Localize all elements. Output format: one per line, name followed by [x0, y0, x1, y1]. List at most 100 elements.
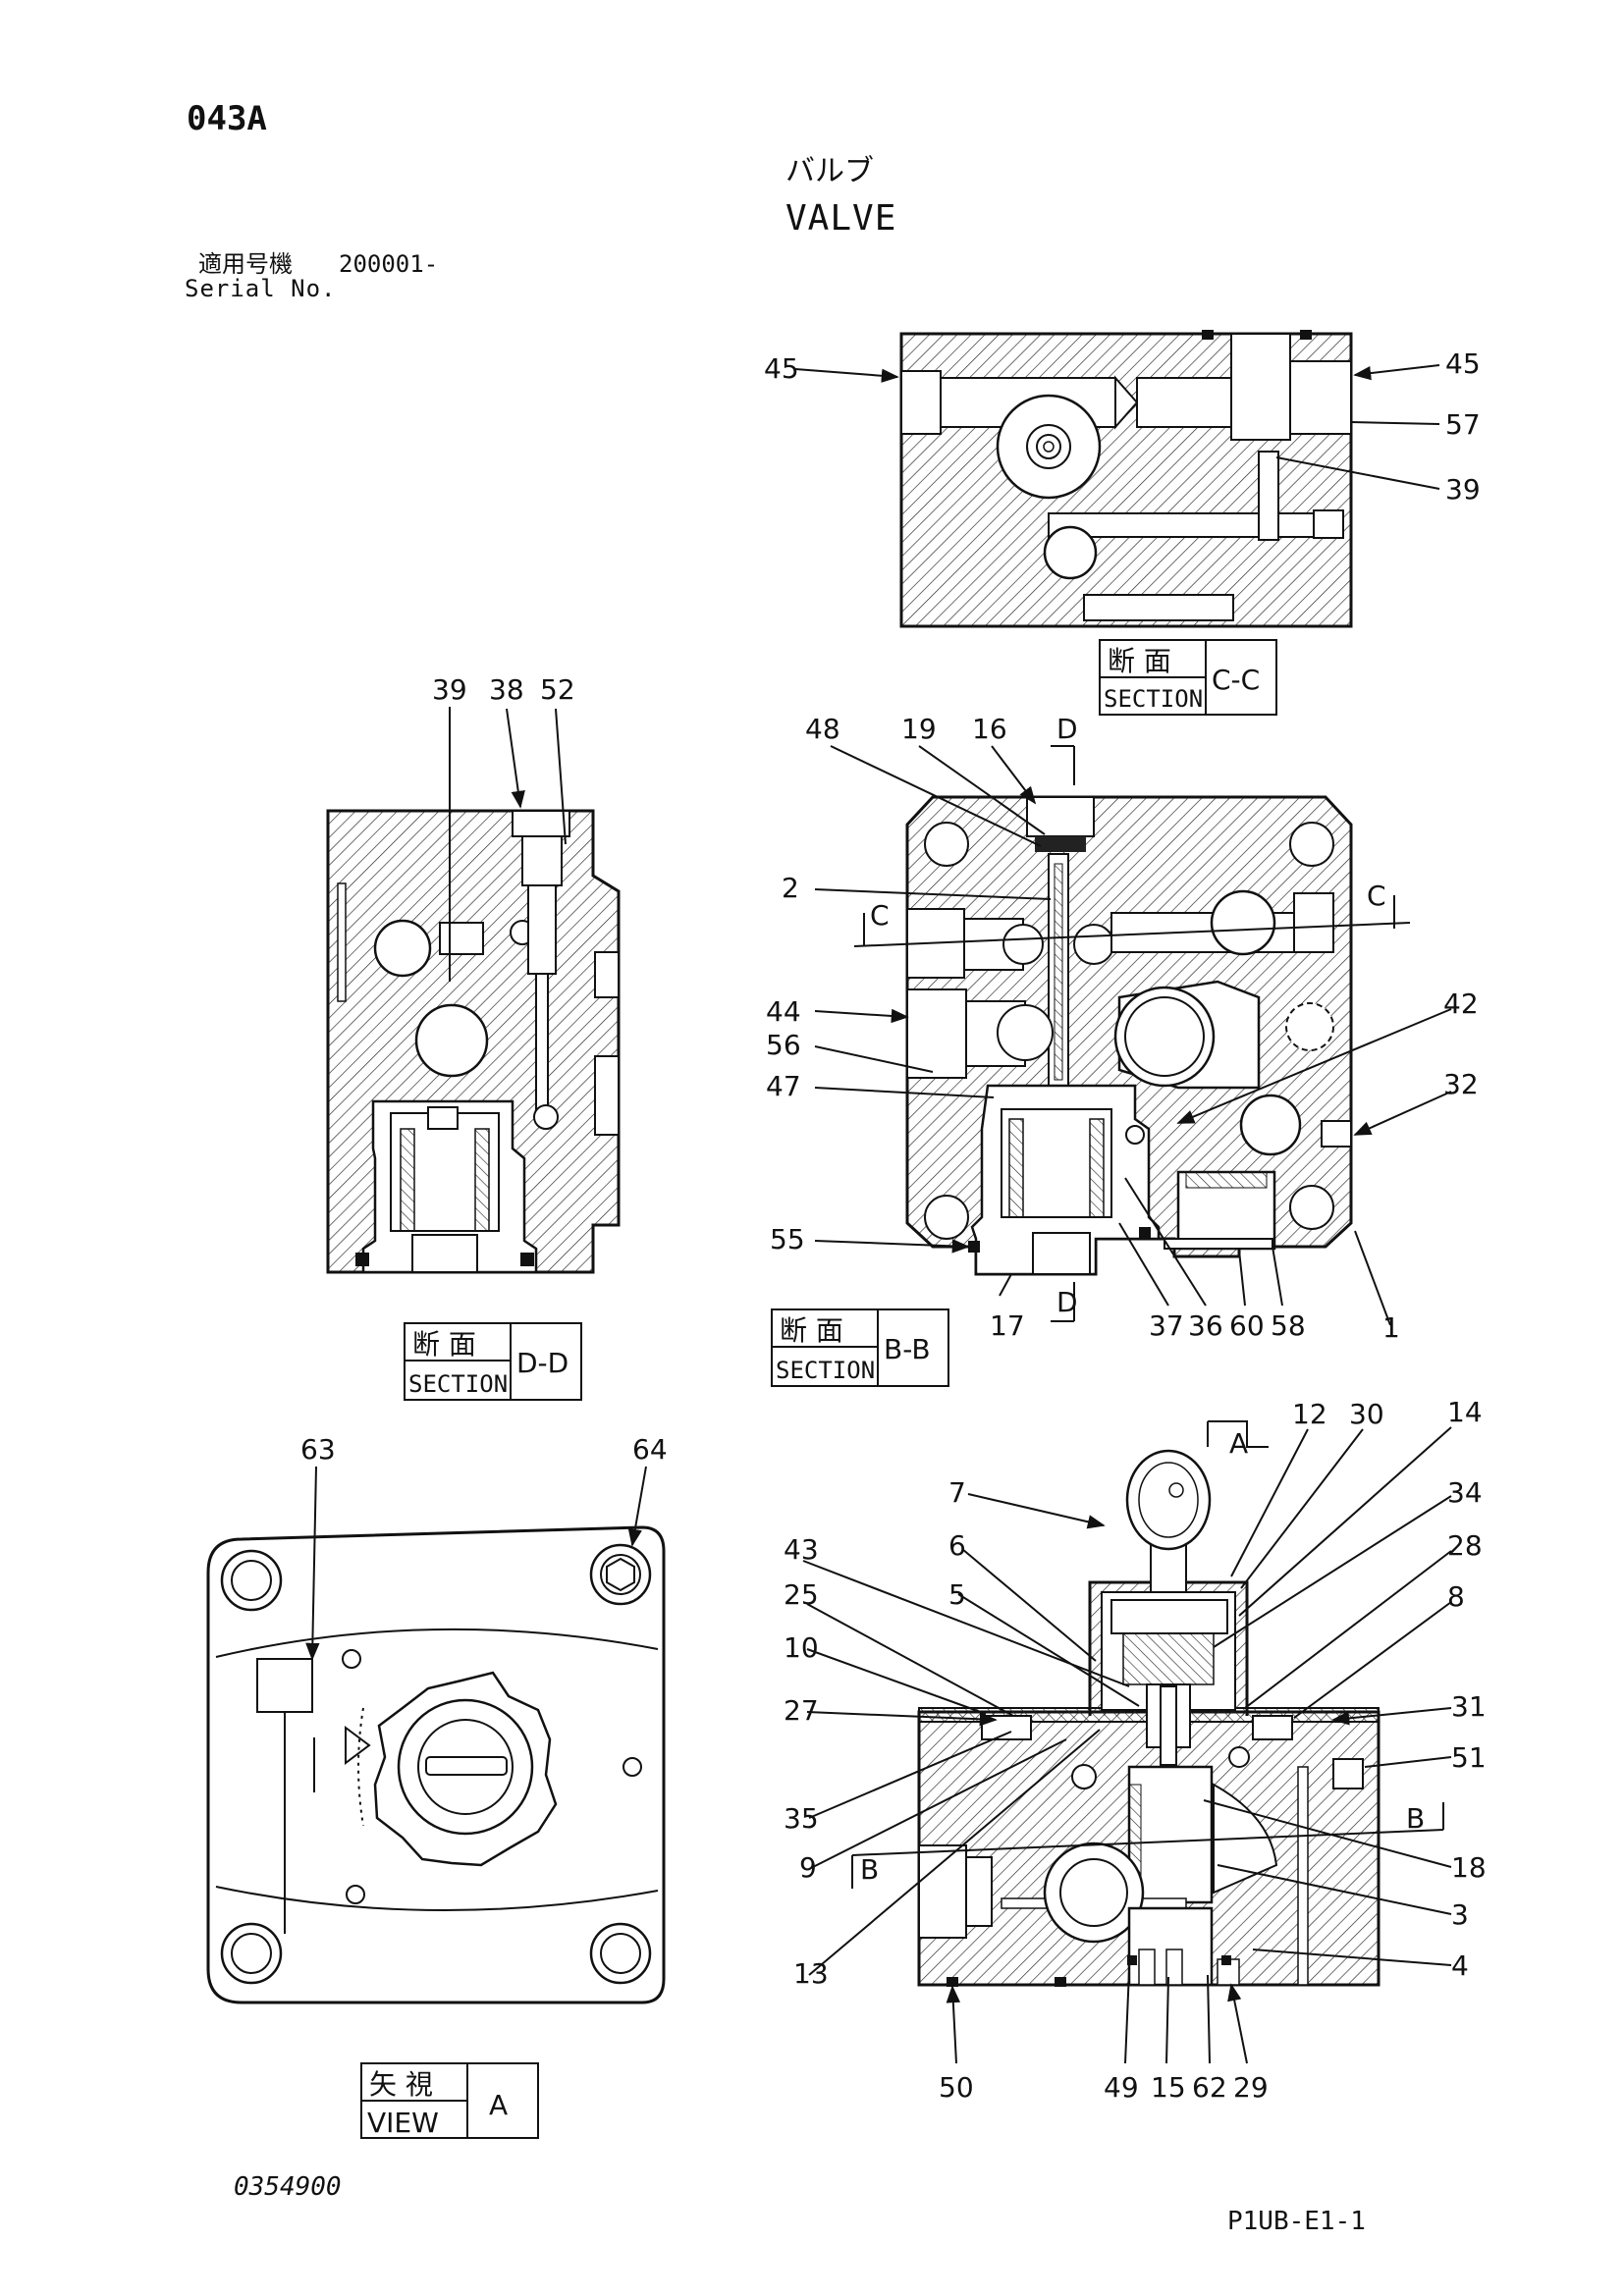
part-number-label: 19 — [901, 713, 937, 745]
section-dd-title-box: 断 面 SECTION D-D — [404, 1322, 582, 1401]
part-number-label: 3 — [1451, 1898, 1469, 1931]
part-number-label: 48 — [805, 713, 840, 745]
title-japanese: バルブ — [785, 154, 874, 188]
part-number-label: 35 — [784, 1802, 819, 1835]
part-number-label: 34 — [1447, 1476, 1483, 1509]
section-id: B-B — [884, 1333, 931, 1365]
part-number-label: 64 — [632, 1433, 668, 1466]
part-number-label: 45 — [1445, 347, 1481, 380]
part-number-label: 47 — [766, 1070, 801, 1102]
part-number-label: 1 — [1382, 1311, 1400, 1344]
view-a-drawing — [206, 1525, 666, 2004]
part-number-label: 4 — [1451, 1949, 1469, 1982]
part-number-label: 31 — [1451, 1690, 1487, 1723]
part-number-label: 56 — [766, 1029, 801, 1061]
section-cc-view — [899, 330, 1353, 628]
part-number-label: 25 — [784, 1578, 819, 1611]
part-number-label: 8 — [1447, 1580, 1465, 1613]
part-number-label: 6 — [948, 1529, 966, 1562]
part-number-label: 12 — [1292, 1398, 1327, 1430]
part-number-label: 50 — [939, 2071, 974, 2104]
section-bb-leaders — [814, 745, 1452, 1326]
part-number-label: 9 — [799, 1851, 817, 1884]
part-number-label: 38 — [489, 673, 524, 706]
part-number-label: 15 — [1151, 2071, 1186, 2104]
part-number-label: 55 — [770, 1223, 805, 1255]
part-number-label: 2 — [782, 872, 799, 904]
section-dd-view — [326, 809, 621, 1274]
title-english: VALVE — [785, 198, 897, 239]
part-number-label: 60 — [1229, 1309, 1265, 1342]
view-arrow-a: A — [1229, 1427, 1248, 1460]
part-number-label: 52 — [540, 673, 575, 706]
diagram-code: 043A — [187, 99, 267, 138]
cut-marker-c: C — [870, 899, 890, 932]
section-label-english: SECTION — [408, 1370, 508, 1398]
part-number-label: 13 — [793, 1957, 829, 1990]
part-number-label: 5 — [948, 1578, 966, 1611]
section-cc-labels: 45 45 57 39 — [764, 347, 1481, 506]
section-id: C-C — [1212, 664, 1260, 696]
cut-marker-d: D — [1056, 713, 1078, 745]
part-number-label: 45 — [764, 352, 799, 385]
section-id: D-D — [516, 1347, 568, 1379]
part-number-label: 39 — [1445, 473, 1481, 506]
section-label-japanese: 断 面 — [780, 1314, 843, 1347]
serial-label-english: Serial No. — [185, 275, 337, 302]
part-number-label: 44 — [766, 995, 801, 1028]
part-number-label: 32 — [1443, 1068, 1479, 1100]
section-dd-leaders — [449, 707, 567, 982]
section-cc-leaders — [794, 364, 1440, 490]
section-bb-cut-letters: D D C C — [870, 713, 1386, 1318]
main-section-leaders — [802, 1426, 1452, 2064]
part-number-label: 58 — [1271, 1309, 1306, 1342]
part-number-label: 42 — [1443, 988, 1479, 1020]
part-number-label: 36 — [1188, 1309, 1223, 1342]
main-section-labels: 12 30 14 34 28 8 31 51 18 3 4 7 6 43 5 2… — [784, 1396, 1487, 2104]
part-number-label: 28 — [1447, 1529, 1483, 1562]
part-number-label: 57 — [1445, 408, 1481, 441]
part-number-label: 30 — [1349, 1398, 1384, 1430]
part-number-label: 37 — [1149, 1309, 1184, 1342]
section-dd-labels: 39 38 52 — [432, 673, 575, 706]
part-number-label: 63 — [300, 1433, 336, 1466]
view-a-leaders — [305, 1466, 647, 1661]
part-number-label: 17 — [990, 1309, 1025, 1342]
part-number-label: 29 — [1233, 2071, 1269, 2104]
view-a-labels: 63 64 — [300, 1433, 668, 1466]
page-reference: P1UB-E1-1 — [1227, 2207, 1366, 2236]
main-section-cutlines — [851, 1420, 1444, 1889]
section-label-japanese: 断 面 — [412, 1328, 476, 1361]
section-bb-labels: 48 19 16 2 44 56 47 55 17 37 36 60 58 1 … — [766, 713, 1479, 1344]
section-bb-title-box: 断 面 SECTION B-B — [771, 1308, 949, 1387]
view-a-title-box: 矢 視 VIEW A — [360, 2062, 539, 2139]
section-label-japanese: 断 面 — [1108, 645, 1171, 677]
part-number-label: 51 — [1451, 1741, 1487, 1774]
section-bb-view — [905, 795, 1353, 1276]
cut-marker-b: B — [1406, 1802, 1425, 1835]
view-label-japanese: 矢 視 — [369, 2068, 433, 2101]
cut-marker-c: C — [1367, 880, 1386, 912]
cut-marker-d: D — [1056, 1286, 1078, 1318]
part-number-label: 16 — [972, 713, 1007, 745]
serial-number-range: 200001- — [339, 250, 439, 278]
part-number-label: 10 — [784, 1631, 819, 1664]
section-cc-title-box: 断 面 SECTION C-C — [1099, 639, 1277, 716]
part-number-label: 39 — [432, 673, 467, 706]
view-label-english: VIEW — [367, 2107, 439, 2139]
part-number-label: 14 — [1447, 1396, 1483, 1428]
section-label-english: SECTION — [1104, 685, 1203, 713]
section-bb-cutlines — [853, 745, 1411, 1322]
cut-marker-b: B — [860, 1853, 879, 1886]
document-number: 0354900 — [234, 2172, 342, 2202]
view-id: A — [489, 2089, 508, 2121]
section-label-english: SECTION — [776, 1357, 875, 1384]
part-number-label: 18 — [1451, 1851, 1487, 1884]
serial-label-japanese: 適用号機 — [198, 250, 293, 278]
part-number-label: 49 — [1104, 2071, 1139, 2104]
part-number-label: 7 — [948, 1476, 966, 1509]
part-number-label: 43 — [784, 1533, 819, 1566]
part-number-label: 62 — [1192, 2071, 1227, 2104]
main-section-cut-letters: A B B — [860, 1427, 1425, 1886]
